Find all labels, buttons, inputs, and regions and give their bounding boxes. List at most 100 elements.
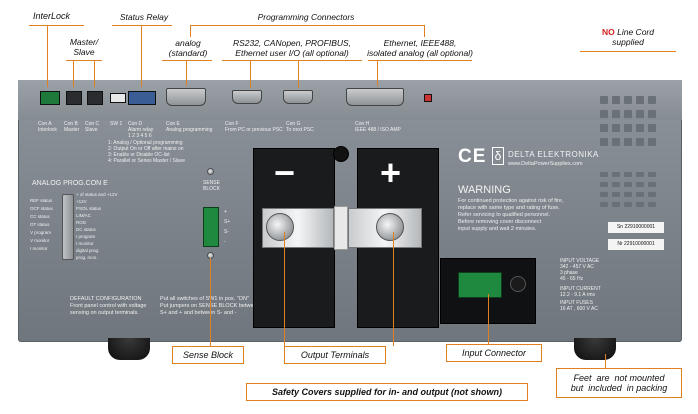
con-e-label: Con E Analog programming (166, 121, 213, 133)
vent-slot (612, 192, 620, 197)
vent-slot (636, 138, 644, 146)
analog-pin-right-label: digital prog. (76, 248, 100, 253)
rs232-callout: RS232, CANopen, PROFIBUS, Ethernet user … (232, 38, 352, 58)
red-switch[interactable] (424, 94, 432, 102)
analog-pin-left-label: V program (30, 230, 52, 235)
sense-block-callout: Sense Block (172, 346, 244, 364)
ieee488-connector[interactable] (346, 88, 404, 106)
vent-slot (636, 202, 644, 207)
analog-pin-right-label: I program (76, 234, 96, 239)
con-f-connector[interactable] (232, 90, 262, 104)
input-connector-callout: Input Connector (446, 344, 542, 362)
programming-left (190, 25, 191, 37)
ethernet-leader (377, 60, 378, 86)
input-connector[interactable] (458, 272, 502, 298)
plus-sign: + (380, 152, 402, 193)
vent-slot (600, 172, 608, 177)
vent-slot (624, 138, 632, 146)
no-word: NO (602, 27, 615, 37)
slave-leader (94, 60, 95, 87)
center-knob (333, 146, 349, 162)
output-terminals-callout: Output Terminals (284, 346, 386, 364)
sense-term-s-minus: S- (224, 229, 229, 235)
sense-block-label: SENSE BLOCK (203, 180, 220, 192)
analog-pin-right-label: prog. mon. (76, 255, 98, 260)
vent-slot (624, 192, 632, 197)
analog-pin-right-label: DC status (76, 227, 96, 232)
vent-slot (636, 192, 644, 197)
sense-block-connector[interactable] (203, 207, 219, 247)
line-cord-text: Line Cord supplied (612, 27, 654, 47)
programming-right (424, 25, 425, 37)
interlock-line (29, 25, 84, 26)
con-d-label: Con D Alarm relay 1 2 3 4 5 6 (128, 121, 154, 139)
ethernet-line (368, 60, 472, 61)
vent-slot (648, 182, 656, 187)
sw-note-2: 2: Output On or Off after mains on (108, 146, 184, 152)
analog-pin-connector (62, 194, 74, 260)
minus-sign: − (274, 152, 296, 193)
status-relay-line (112, 25, 172, 26)
con-f-label: Con F From PC or previous PSC (225, 121, 283, 133)
safety-covers-callout: Safety Covers supplied for in- and outpu… (246, 383, 528, 401)
programming-connectors-callout: Programming Connectors (257, 12, 355, 22)
input-current-text: INPUT CURRENT 12.2 - 9.1 A rms (560, 286, 601, 298)
master-leader (73, 60, 74, 87)
con-g-label: Con G To next PSC (286, 121, 314, 133)
terminal-insulator (334, 206, 348, 250)
rs232-leader-1 (250, 60, 251, 88)
sw-note-3: 3: Enable or Disable OC-list (108, 152, 170, 158)
analog-pin-left-label: I monitor (30, 246, 48, 251)
output-leader-left (284, 232, 285, 346)
analog-line (162, 60, 212, 61)
vent-slot (612, 202, 620, 207)
ethernet-callout: Ethernet, IEEE488, isolated analog (all … (367, 38, 473, 58)
delta-logo-icon: δ (492, 147, 504, 165)
master-connector[interactable] (66, 91, 82, 105)
analog-pin-right-label: LIM/AC (76, 213, 92, 218)
interlock-connector[interactable] (40, 91, 60, 105)
sw1-dip-switch[interactable] (110, 93, 126, 103)
analog-pin-left-label: V monitor (30, 238, 50, 243)
serial-label-2: Nr 22910000001 (608, 239, 664, 250)
programming-top (190, 25, 424, 26)
vent-slot (636, 96, 644, 104)
sw-note-4: 4: Parallel or Series Master / Slave (108, 158, 185, 164)
feet-note-callout: Feet are not mounted but included in pac… (556, 368, 682, 398)
analog-pin-right-label: +12V (76, 199, 87, 204)
sw-instruction-text: Put all switches of SW1 in pos. "ON" Put… (160, 296, 260, 316)
master-slave-line (66, 60, 102, 61)
analog-pin-left-label: OCF status (30, 206, 53, 211)
analog-pin-right-label: + of status and +12V (76, 192, 118, 197)
sense-term-s-plus: S+ (224, 219, 231, 225)
vent-slot (600, 202, 608, 207)
status-relay-leader (141, 25, 142, 87)
vent-slot (624, 202, 632, 207)
con-a-label: Con A Interlock (38, 121, 57, 133)
input-voltage-text: INPUT VOLTAGE 342 - 457 V AC 3 phase 45 … (560, 258, 600, 282)
sw-note-1: 1: Analog / Optional programming (108, 140, 183, 146)
slave-connector[interactable] (87, 91, 103, 105)
ce-mark: CE (458, 146, 487, 167)
interlock-callout: InterLock (29, 9, 81, 23)
vent-slot (612, 138, 620, 146)
analog-programming-connector[interactable] (166, 88, 206, 106)
input-fuse[interactable] (510, 276, 526, 292)
output-leader-right (393, 232, 394, 346)
vent-slot (612, 172, 620, 177)
vent-slot (600, 124, 608, 132)
analog-pin-left-label: OT status (30, 222, 50, 227)
default-configuration-text: DEFAULT CONFIGURATION Front panel contro… (70, 296, 147, 316)
analog-leader (186, 60, 187, 86)
vent-slot (600, 110, 608, 118)
con-g-connector[interactable] (283, 90, 313, 104)
vent-slot (648, 96, 656, 104)
vent-slot (624, 96, 632, 104)
minus-bolt[interactable] (266, 213, 294, 241)
alarm-relay-connector[interactable] (128, 91, 156, 105)
brand-name: DELTA ELEKTRONIKA (508, 150, 599, 159)
plus-bolt[interactable] (376, 213, 404, 241)
vent-slot (624, 124, 632, 132)
input-leader (488, 294, 489, 344)
vent-slot (648, 110, 656, 118)
